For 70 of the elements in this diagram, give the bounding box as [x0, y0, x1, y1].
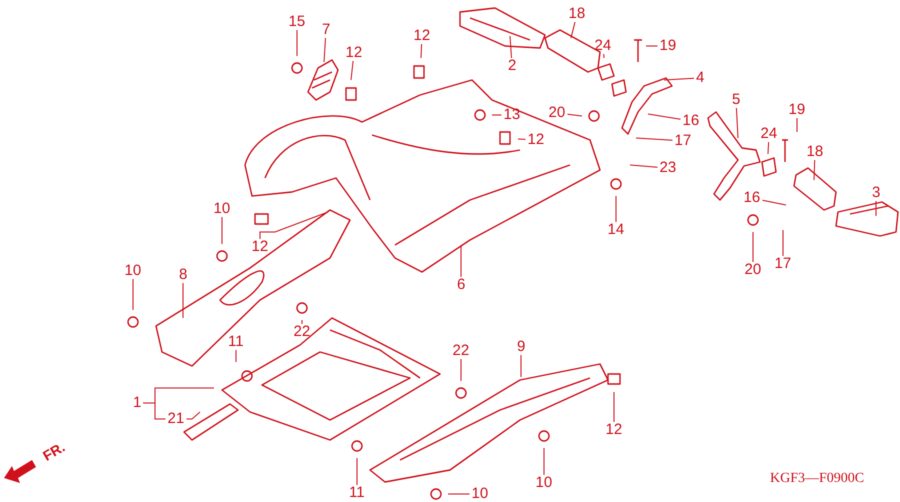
leader-line — [752, 232, 754, 262]
leader-line — [420, 44, 422, 58]
callout-number: 4 — [695, 70, 706, 86]
callout-number: 12 — [250, 239, 270, 255]
leader-line — [518, 138, 526, 140]
callout-number: 20 — [744, 262, 762, 278]
leader-line — [520, 354, 522, 378]
callout-number: 9 — [516, 339, 526, 355]
leader-line — [736, 108, 738, 138]
leader-line — [132, 278, 134, 310]
callout-number: 15 — [288, 14, 306, 30]
callout-number: 22 — [452, 343, 470, 359]
leader-line — [648, 114, 681, 120]
callout-number: 22 — [292, 324, 312, 340]
callout-number: 10 — [470, 486, 490, 502]
leader-line — [182, 282, 184, 318]
callout-number: 23 — [658, 160, 678, 176]
callout-number: 8 — [178, 267, 188, 283]
callout-number: 12 — [604, 422, 624, 438]
leader-line — [142, 402, 166, 420]
callout-number: 11 — [227, 334, 245, 350]
callout-number: 6 — [456, 277, 466, 293]
leader-line — [570, 22, 576, 38]
leader-line — [460, 358, 462, 382]
callout-number: 16 — [682, 113, 700, 129]
leader-line — [186, 412, 200, 420]
callout-number: 10 — [212, 201, 232, 217]
callout-number: 2 — [507, 58, 518, 74]
callout-number: 24 — [594, 38, 612, 54]
leader-line — [510, 36, 512, 58]
leader-line — [636, 138, 673, 141]
drawing-code: KGF3—F0900C — [770, 471, 864, 487]
leader-line — [603, 54, 604, 58]
leader-line — [664, 78, 694, 80]
callout-number: 18 — [806, 144, 824, 160]
callout-number: 3 — [871, 185, 882, 201]
callout-number: 12 — [526, 132, 546, 148]
callout-number: 19 — [788, 102, 806, 118]
direction-label: FR. — [40, 438, 68, 464]
callout-number: 20 — [548, 105, 566, 121]
callout-number: 7 — [321, 22, 332, 38]
callout-number: 16 — [742, 190, 762, 206]
callout-number: 18 — [568, 6, 586, 22]
leader-line — [260, 212, 328, 240]
leader-line — [460, 244, 462, 278]
leader-line — [814, 160, 816, 180]
callout-number: 19 — [658, 38, 678, 54]
callout-number: 17 — [674, 133, 692, 149]
leader-line — [782, 230, 784, 256]
callout-number: 24 — [760, 126, 778, 142]
callout-number: 12 — [344, 45, 364, 61]
leader-line — [567, 114, 582, 116]
leader-line — [768, 142, 770, 154]
leader-line — [762, 200, 786, 206]
leader-line — [350, 60, 354, 80]
callout-number: 5 — [731, 92, 742, 108]
leader-line — [796, 118, 798, 132]
leader-line — [630, 164, 658, 168]
callout-number: 17 — [774, 256, 792, 272]
leader-line — [324, 38, 326, 62]
callout-number: 11 — [348, 485, 366, 501]
callout-number: 1 — [132, 395, 142, 411]
leader-line — [356, 458, 358, 486]
callout-number: 12 — [412, 28, 432, 44]
leader-line — [296, 30, 298, 56]
callout-number: 10 — [124, 263, 142, 279]
callout-number: 14 — [606, 222, 626, 238]
callout-number: 10 — [534, 475, 554, 491]
leader-line — [492, 114, 502, 116]
callout-number: 21 — [166, 411, 186, 427]
